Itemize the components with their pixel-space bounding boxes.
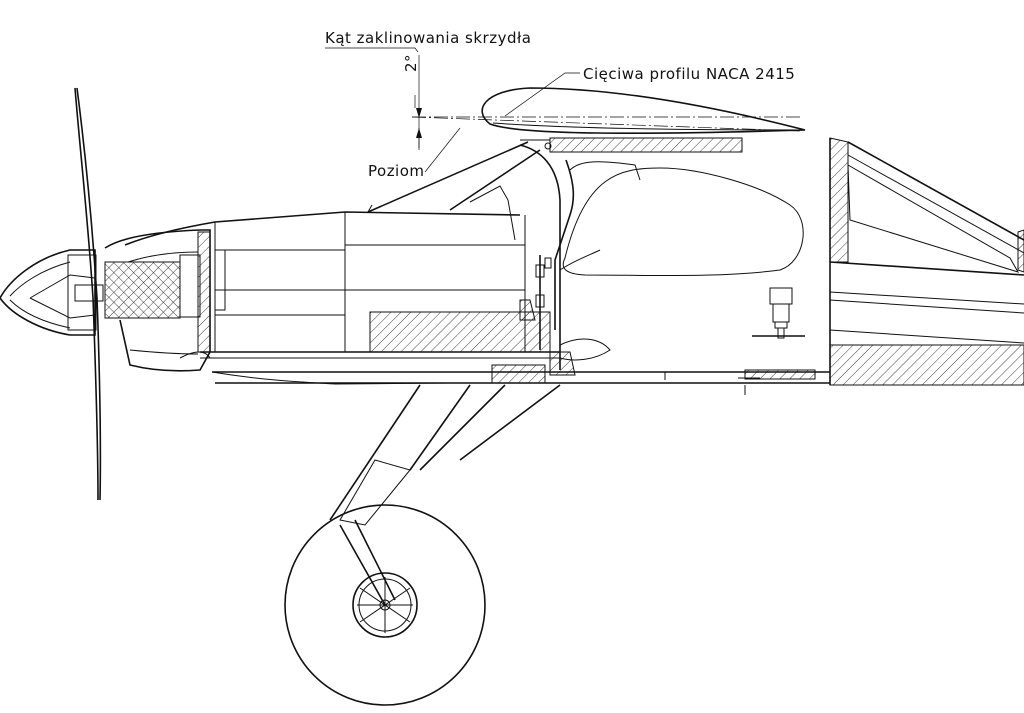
- chord-label: Cięciwa profilu NACA 2415: [583, 65, 795, 83]
- spinner: [0, 249, 104, 336]
- rear-fuselage: [829, 137, 1024, 386]
- cabin: [519, 144, 805, 370]
- engine-cowl: [104, 229, 211, 372]
- dimension-lines: [325, 47, 801, 173]
- propeller: [74, 87, 102, 501]
- landing-gear: [329, 384, 561, 606]
- forward-fuselage: [124, 141, 552, 353]
- wing-incidence-label: Kąt zaklinowania skrzydła: [325, 29, 531, 47]
- angle-value-label: 2°: [402, 54, 420, 72]
- fuselage-lower: [200, 299, 830, 395]
- horizontal-label: Poziom: [368, 162, 425, 180]
- wheel: [284, 504, 486, 706]
- wing-airfoil: [481, 87, 806, 135]
- wing-root: [520, 137, 743, 153]
